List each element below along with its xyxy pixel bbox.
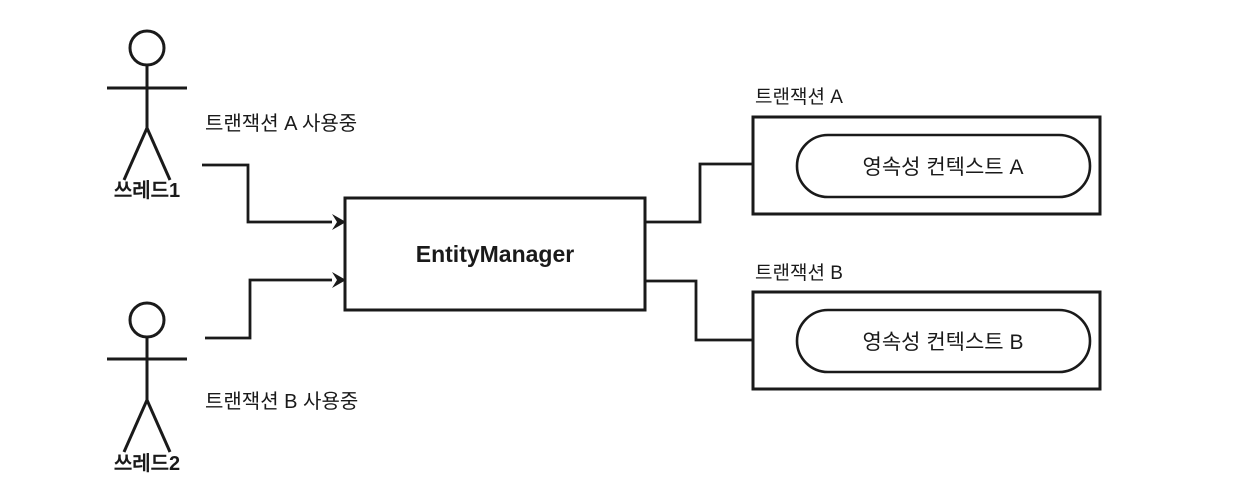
entity-manager-rect bbox=[343, 196, 647, 312]
persistence-context-b-stadium bbox=[795, 308, 1092, 374]
actor-leg-left-line bbox=[122, 399, 149, 453]
actor-thread1-label: 쓰레드1 bbox=[114, 179, 180, 202]
actor-leg-left-line bbox=[122, 127, 149, 181]
entity-manager-box: EntityManager bbox=[343, 196, 647, 312]
actor-thread2: 쓰레드2 bbox=[107, 301, 187, 475]
note-transaction-b-in-use: 트랜잭션 B 사용중 bbox=[205, 390, 358, 413]
actor-thread2-label: 쓰레드2 bbox=[114, 452, 180, 475]
actor-leg-right-line bbox=[145, 127, 172, 181]
connector-thread2-to-entitymanager bbox=[205, 272, 346, 340]
persistence-context-b-label: 영속성 컨텍스트 B bbox=[863, 331, 1024, 354]
arrowhead-icon bbox=[332, 272, 346, 288]
persistence-context-a-label: 영속성 컨텍스트 A bbox=[863, 156, 1024, 179]
arrowhead-icon bbox=[332, 214, 346, 230]
actor-head-icon bbox=[128, 29, 166, 67]
actor-head-icon bbox=[128, 301, 166, 339]
note-transaction-a-in-use: 트랜잭션 A 사용중 bbox=[205, 112, 357, 135]
actor-leg-right-line bbox=[145, 399, 172, 453]
transaction-a-container: 트랜잭션 A 영속성 컨텍스트 A bbox=[751, 86, 1102, 216]
actor-thread1: 쓰레드1 bbox=[107, 29, 187, 202]
transaction-b-container: 트랜잭션 B 영속성 컨텍스트 B bbox=[751, 262, 1102, 391]
persistence-context-a-stadium bbox=[795, 133, 1092, 199]
transaction-a-label: 트랜잭션 A bbox=[755, 86, 843, 108]
transaction-b-label: 트랜잭션 B bbox=[755, 262, 843, 284]
connector-thread1-to-entitymanager bbox=[202, 163, 346, 230]
entity-manager-label: EntityManager bbox=[416, 241, 575, 267]
